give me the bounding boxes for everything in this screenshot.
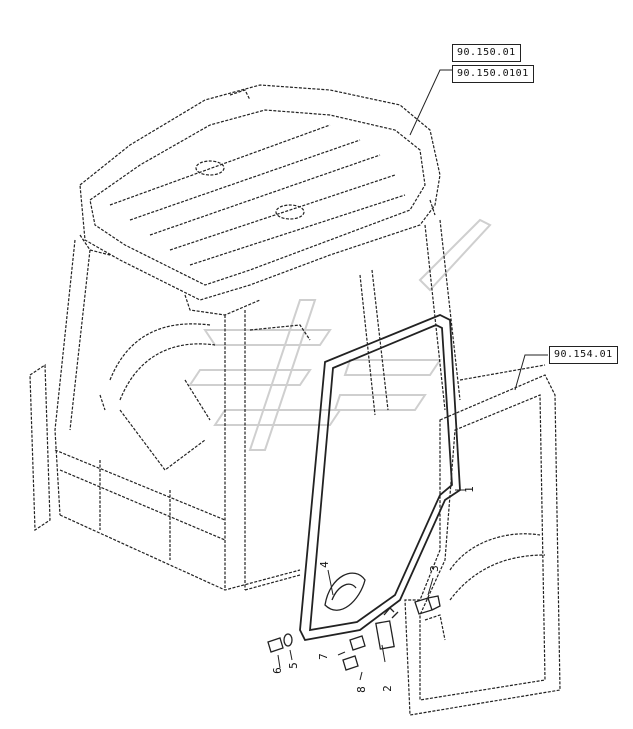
callout-7: 7: [316, 653, 330, 660]
callout-1: 1: [462, 486, 476, 493]
callout-8: 8: [354, 686, 368, 693]
door-reference-box: 90.154.01: [549, 346, 618, 364]
door-handle: [324, 572, 366, 611]
callout-5: 5: [286, 662, 300, 669]
callout-6: 6: [270, 667, 284, 674]
watermark-logo: [188, 218, 492, 451]
hinge-and-bolts: [267, 595, 441, 671]
callout-2: 2: [380, 685, 394, 692]
door-glass: [299, 314, 461, 642]
cab-roof: [79, 84, 441, 316]
door-panel: [404, 364, 561, 716]
leader-lines: [277, 69, 548, 681]
callout-3: 3: [427, 565, 441, 572]
callout-4: 4: [317, 561, 331, 568]
roof-reference-box-2: 90.150.0101: [452, 65, 534, 83]
roof-reference-box-1: 90.150.01: [452, 44, 521, 62]
cab-frame: [29, 219, 461, 591]
